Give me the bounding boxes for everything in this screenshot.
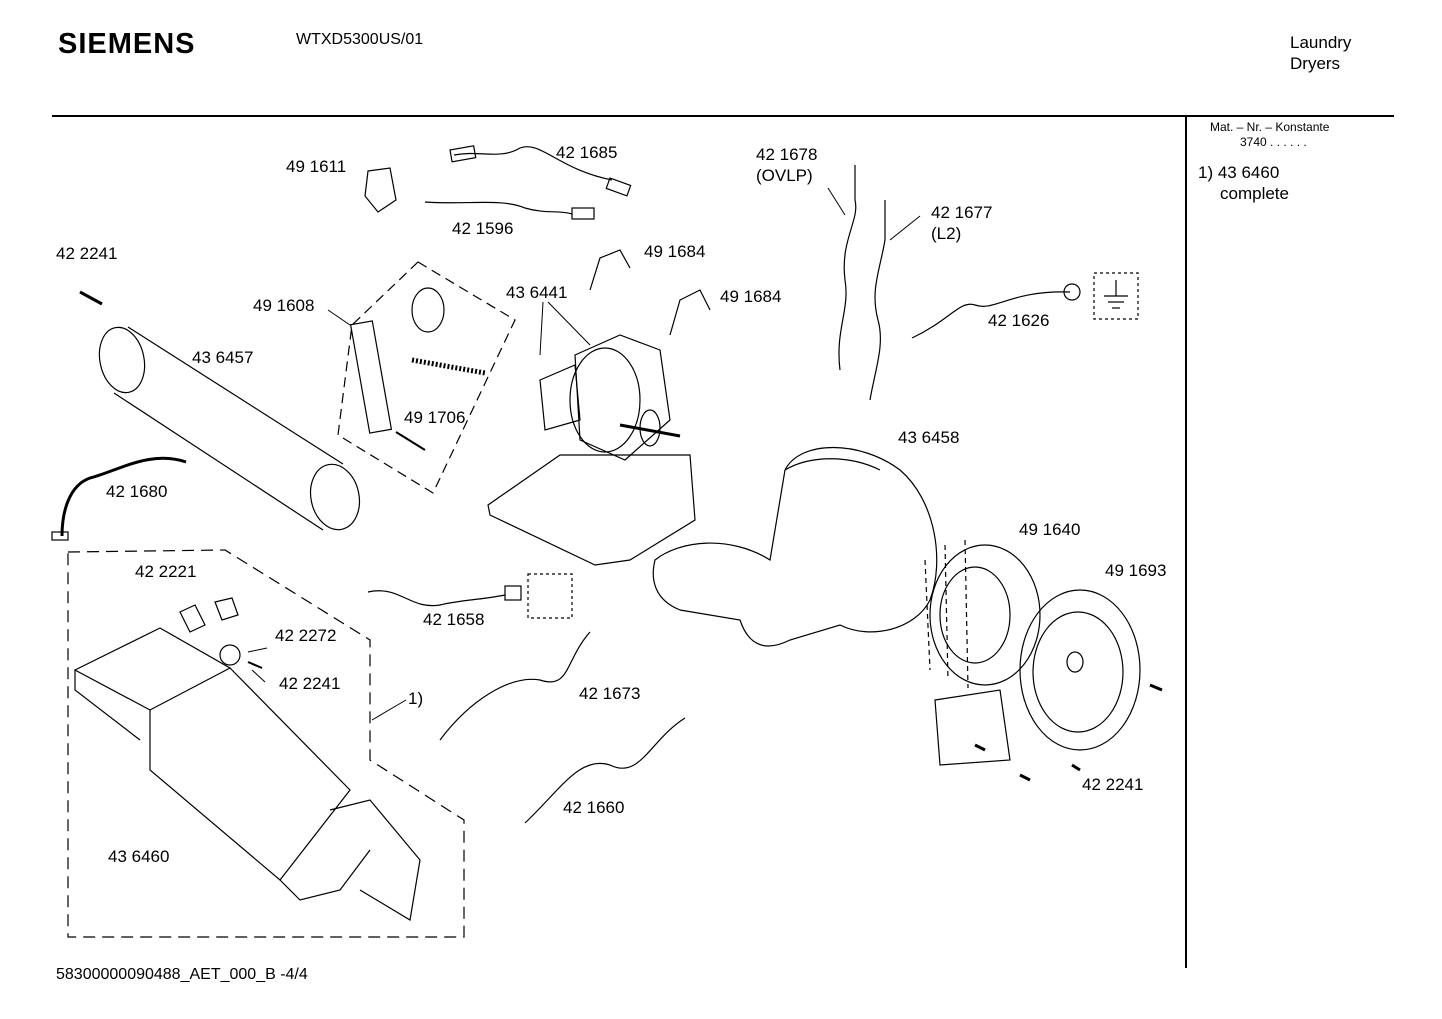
category-line-2: Dryers — [1290, 54, 1341, 73]
thermostat-422272 — [219, 644, 241, 666]
cable-421680 — [60, 456, 187, 537]
connector-421680 — [51, 531, 69, 541]
sidebar-divider — [1185, 116, 1187, 968]
material-value: 3740 . . . . . . — [1240, 135, 1307, 149]
spring-491706 — [411, 357, 486, 376]
part-label: 49 1608 — [253, 296, 315, 315]
part-label: 49 1693 — [1105, 561, 1167, 580]
category-line-1: Laundry — [1290, 33, 1352, 52]
part-label: 43 6460 — [108, 847, 170, 866]
fan-cover-491693 — [934, 589, 1141, 766]
screw-422241-right-b — [1071, 763, 1081, 772]
screw-422241-heater — [247, 661, 263, 669]
part-label: 49 1611 — [286, 157, 347, 176]
part-label: 42 1660 — [563, 798, 625, 817]
pin — [395, 431, 426, 451]
wire-421677 — [869, 200, 886, 401]
brand-logo: SIEMENS — [58, 28, 196, 60]
part-label: 42 2241 — [56, 244, 118, 263]
part-label: 43 6457 — [192, 348, 254, 367]
material-number-block: Mat. – Nr. – Konstante 3740 . . . . . . — [1210, 120, 1329, 150]
header-divider — [52, 115, 1394, 117]
wire-421673 — [439, 631, 591, 741]
part-label: 42 2241 — [1082, 775, 1144, 794]
part-label: 42 1678 — [756, 145, 818, 164]
switch-491611 — [364, 167, 397, 213]
ground-symbol-box — [1093, 272, 1139, 320]
part-label: (OVLP) — [756, 166, 813, 185]
wire-421596 — [424, 201, 573, 215]
screw-422241-right-c — [1019, 773, 1031, 782]
clamp-491684-a — [589, 249, 631, 291]
part-label: 42 2241 — [279, 674, 341, 693]
part-label: 42 2272 — [275, 626, 337, 645]
fuse-422221 — [179, 604, 206, 633]
wire-421660 — [524, 717, 686, 824]
part-label: 42 2221 — [135, 562, 197, 581]
document-id: 58300000090488_AET_000_B -4/4 — [56, 966, 308, 983]
motor-436441 — [539, 334, 681, 461]
part-label: 42 1658 — [423, 610, 485, 629]
screw-422241-right-a — [1149, 683, 1163, 692]
fan-wheel-491640 — [924, 539, 1041, 689]
category: Laundry Dryers — [1290, 32, 1351, 74]
part-label: (L2) — [931, 224, 962, 243]
part-label: 43 6458 — [898, 428, 960, 447]
leader-lines — [247, 187, 921, 721]
motor-base-plate — [487, 454, 696, 566]
wire-421658 — [367, 590, 506, 607]
part-label: 42 1685 — [556, 143, 618, 162]
part-label: 49 1684 — [644, 242, 706, 261]
part-label: 49 1706 — [404, 408, 466, 427]
connector-box — [527, 573, 573, 619]
blower-housing-436458 — [652, 446, 938, 647]
pulley-491608 — [411, 287, 445, 333]
part-label: 42 1596 — [452, 219, 514, 238]
part-label: 49 1684 — [720, 287, 782, 306]
footnote-text: complete — [1220, 184, 1289, 203]
footnote: 1) 43 6460 complete — [1198, 162, 1289, 204]
exhaust-duct-436457 — [98, 326, 361, 531]
screw-422241-left — [79, 290, 103, 306]
footnote-index: 1) 43 6460 — [1198, 163, 1280, 182]
clamp-491684-b — [669, 289, 711, 336]
wire-421678 — [838, 165, 857, 371]
heater-housing-436460 — [73, 627, 421, 921]
material-label: Mat. – Nr. – Konstante — [1210, 120, 1330, 134]
wire-421626 — [911, 291, 1071, 339]
part-label: 43 6441 — [506, 283, 568, 302]
part-label: 42 1677 — [931, 203, 993, 222]
part-label: 49 1640 — [1019, 520, 1081, 539]
heater-assembly-frame — [67, 549, 465, 938]
subassembly-frame-491608 — [337, 261, 516, 494]
bracket-491608 — [349, 320, 393, 434]
part-label: 42 1626 — [988, 311, 1050, 330]
part-label: 1) — [408, 689, 424, 708]
wire-421685 — [453, 146, 613, 181]
screw-422241-right-d — [974, 743, 986, 752]
part-label: 42 1673 — [579, 684, 641, 703]
model-number: WTXD5300US/01 — [296, 31, 424, 48]
part-label: 42 1680 — [106, 482, 168, 501]
